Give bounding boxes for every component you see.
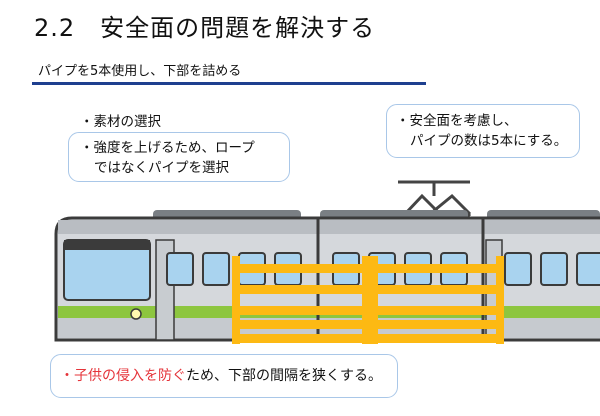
bottom-callout-suffix: ため、下部の間隔を狭くする。 <box>186 368 382 384</box>
safety-callout-line1: ・安全面を考慮し、 <box>396 113 518 129</box>
subtitle-underline <box>32 82 426 85</box>
gate-illustration <box>232 256 504 344</box>
bottom-callout-highlight: 子供の侵入を防ぐ <box>74 368 186 384</box>
section-subtitle: パイプを5本使用し、下部を詰める <box>38 64 242 79</box>
safety-callout <box>386 104 580 158</box>
bottom-callout-text: ・子供の侵入を防ぐため、下部の間隔を狭くする。 <box>60 366 382 386</box>
material-callout-text: ・強度を上げるため、ロープ ではなくパイプを選択 <box>80 138 255 178</box>
safety-callout-line2: パイプの数は5本にする。 <box>410 133 568 149</box>
bottom-callout-bullet: ・ <box>60 368 74 384</box>
page-title: 2.2 安全面の問題を解決する <box>34 14 376 42</box>
material-selection-item: ・素材の選択 <box>80 114 161 130</box>
bottom-callout <box>50 354 398 398</box>
material-callout-line1: ・強度を上げるため、ロープ <box>80 140 255 156</box>
material-callout-line2: ではなくパイプを選択 <box>94 160 229 176</box>
material-callout <box>68 132 290 182</box>
safety-callout-text: ・安全面を考慮し、 パイプの数は5本にする。 <box>396 111 567 151</box>
